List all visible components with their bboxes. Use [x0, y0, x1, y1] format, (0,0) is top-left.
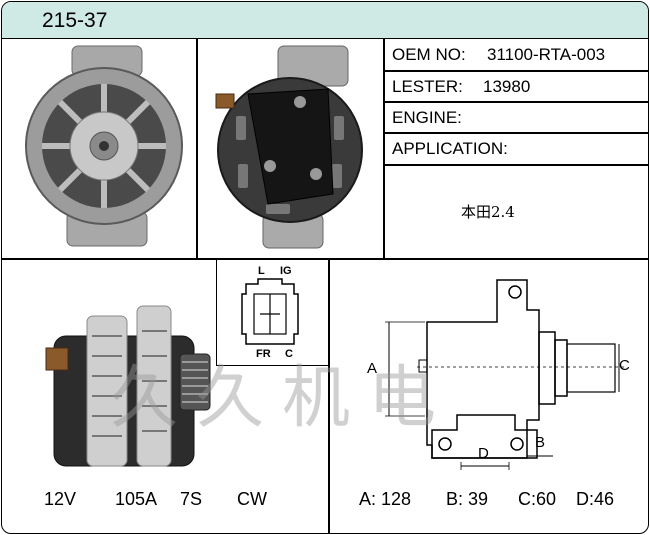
dim-c-value: C:60	[518, 489, 557, 509]
divider	[383, 101, 648, 103]
divider	[328, 258, 330, 533]
divider	[383, 38, 385, 258]
pin-c-label: C	[285, 348, 293, 360]
dim-a-value: A: 128	[359, 489, 412, 509]
divider	[383, 70, 648, 72]
alternator-front-photo	[25, 45, 183, 247]
pin-fr-label: FR	[256, 348, 271, 360]
amperage-value: 105A	[115, 489, 158, 509]
dim-d-label: D	[478, 445, 489, 462]
part-code: 215-37	[42, 9, 108, 32]
voltage-value: 12V	[44, 489, 77, 509]
engine-label: ENGINE:	[392, 108, 462, 127]
dim-d-value: D:46	[576, 489, 615, 509]
lester-value: 13980	[483, 77, 531, 96]
alternator-rear-photo	[215, 45, 363, 249]
pulley-value: 7S	[180, 489, 203, 509]
rotation-value: CW	[237, 489, 267, 509]
header-bar: 215-37	[2, 2, 648, 39]
divider	[383, 164, 648, 166]
dim-b-value: B: 39	[446, 489, 489, 509]
lester-label: LESTER:	[392, 77, 463, 96]
divider	[383, 132, 648, 134]
pin-l-label: L	[258, 265, 265, 277]
divider	[2, 258, 648, 260]
dimension-drawing	[385, 279, 625, 470]
alternator-side-photo	[45, 305, 211, 467]
oem-label: OEM NO:	[392, 45, 466, 64]
divider	[196, 38, 198, 258]
dim-b-label: B	[535, 434, 546, 451]
watermark-text: 久久机电	[110, 359, 455, 438]
dim-a-label: A	[367, 360, 378, 377]
application-note: 本田2.4	[461, 203, 515, 221]
dim-c-label: C	[619, 357, 630, 374]
pin-ig-label: IG	[280, 265, 292, 277]
application-label: APPLICATION:	[392, 139, 508, 158]
connector-diagram	[241, 278, 299, 345]
connector-box	[216, 258, 328, 366]
oem-value: 31100-RTA-003	[487, 45, 606, 64]
